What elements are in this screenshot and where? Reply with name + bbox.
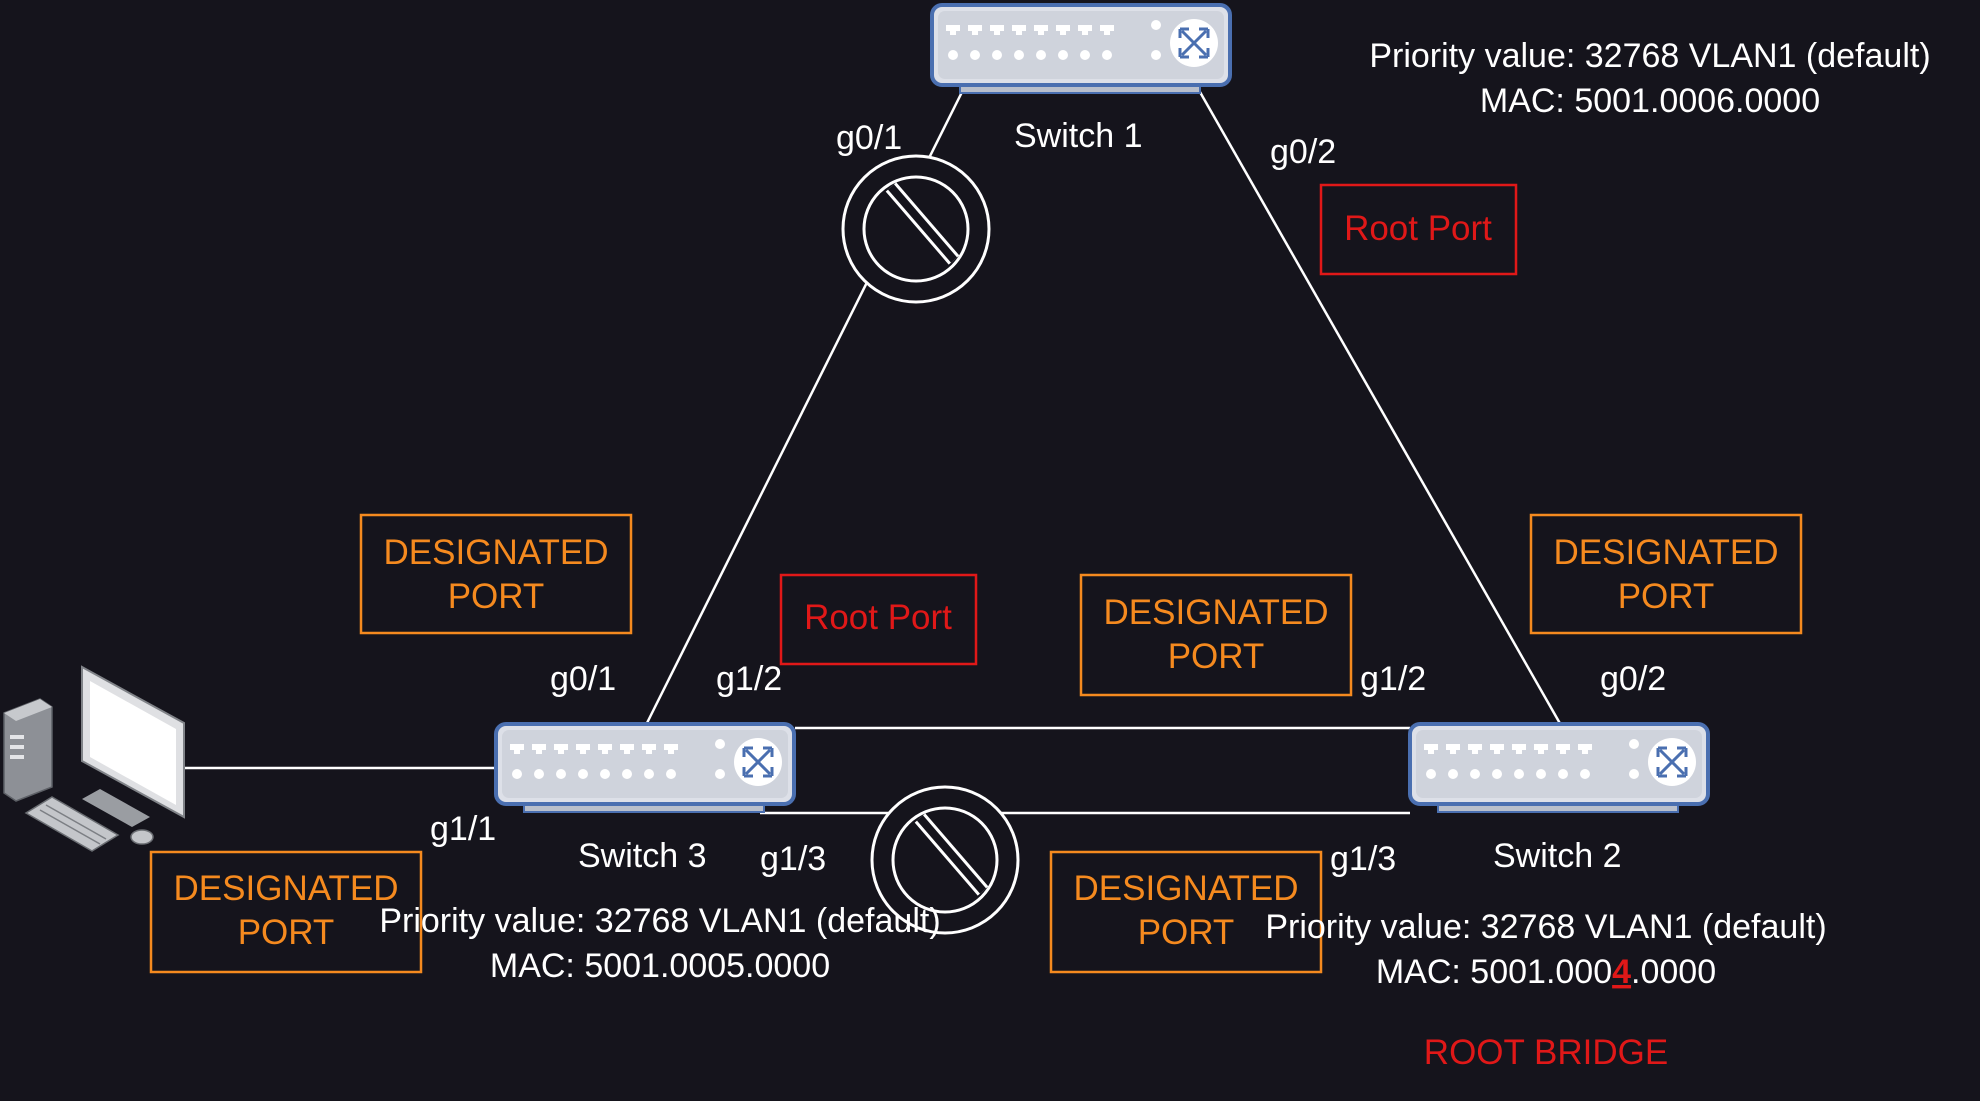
links <box>185 91 1564 815</box>
svg-text:Root Port: Root Port <box>804 598 952 637</box>
port-label: g0/1 <box>550 660 616 698</box>
root-port-box-s3-g12: Root Port <box>779 573 978 666</box>
svg-text:Root Port: Root Port <box>1344 209 1492 248</box>
port-label: g1/3 <box>760 840 826 878</box>
svg-text:PORT: PORT <box>1618 577 1715 616</box>
pc-icon[interactable] <box>3 665 185 852</box>
switch-icon[interactable] <box>1408 722 1710 813</box>
switch2-mac: MAC: 5001.0004.0000 <box>1376 953 1716 991</box>
designated-port-box-s2-g02: DESIGNATED PORT <box>1529 513 1803 635</box>
port-label: g1/1 <box>430 810 496 848</box>
svg-text:PORT: PORT <box>1138 913 1235 952</box>
switch2-mac-highlight: 4 <box>1612 953 1631 991</box>
designated-port-box-s3-g11: DESIGNATED PORT <box>149 850 423 974</box>
svg-text:DESIGNATED: DESIGNATED <box>1074 869 1299 908</box>
designated-port-box-s3-g01: DESIGNATED PORT <box>359 513 633 635</box>
svg-text:PORT: PORT <box>238 913 335 952</box>
switch-icon[interactable] <box>494 722 796 813</box>
svg-text:DESIGNATED: DESIGNATED <box>384 533 609 572</box>
port-label: g0/1 <box>836 119 902 157</box>
switch2-mac-suffix: .0000 <box>1631 953 1716 991</box>
port-label: g1/3 <box>1330 840 1396 878</box>
designated-port-box-s2-g13: DESIGNATED PORT <box>1049 850 1323 974</box>
svg-text:PORT: PORT <box>1168 637 1265 676</box>
switch1-priority: Priority value: 32768 VLAN1 (default) <box>1369 37 1930 75</box>
root-port-box-s1-g02: Root Port <box>1319 183 1518 276</box>
switch-name: Switch 1 <box>1014 117 1143 155</box>
switch-name: Switch 2 <box>1493 837 1622 875</box>
svg-text:DESIGNATED: DESIGNATED <box>174 869 399 908</box>
designated-port-box-s2-g12: DESIGNATED PORT <box>1079 573 1353 697</box>
svg-text:DESIGNATED: DESIGNATED <box>1104 593 1329 632</box>
port-label: g1/2 <box>1360 660 1426 698</box>
switch3-mac: MAC: 5001.0005.0000 <box>490 947 830 985</box>
link-s1-s2 <box>1198 91 1564 728</box>
blocked-port-icon <box>841 154 991 304</box>
switch2-priority: Priority value: 32768 VLAN1 (default) <box>1265 908 1826 946</box>
switch-icon[interactable] <box>930 3 1232 94</box>
svg-text:PORT: PORT <box>448 577 545 616</box>
port-label: g1/2 <box>716 660 782 698</box>
switch3-priority: Priority value: 32768 VLAN1 (default) <box>379 902 940 940</box>
port-label: g0/2 <box>1600 660 1666 698</box>
svg-text:DESIGNATED: DESIGNATED <box>1554 533 1779 572</box>
switch1-mac: MAC: 5001.0006.0000 <box>1480 82 1820 120</box>
blocked-port-icon <box>870 785 1020 935</box>
switch-name: Switch 3 <box>578 837 707 875</box>
switch2-mac-prefix: MAC: 5001.000 <box>1376 953 1612 991</box>
root-bridge-label: ROOT BRIDGE <box>1424 1033 1668 1072</box>
port-label: g0/2 <box>1270 133 1336 171</box>
